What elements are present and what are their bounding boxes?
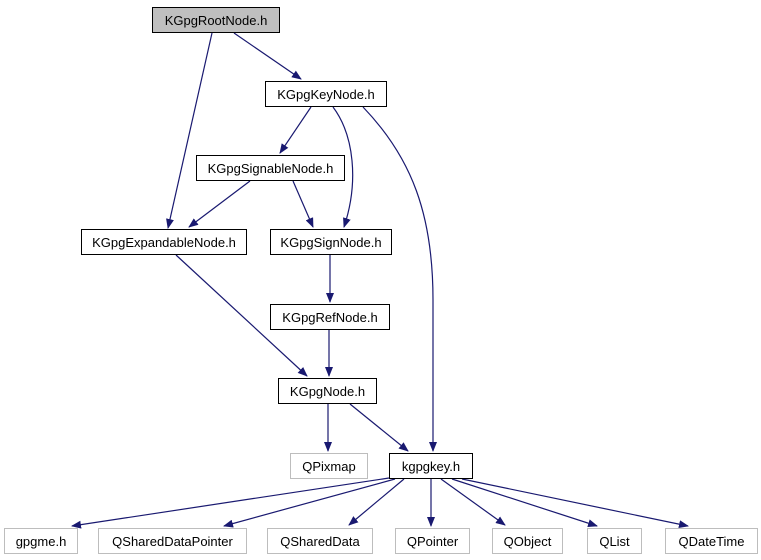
edge-kgpgsignablenode-h-to-kgpgexpandablenode-h	[188, 180, 251, 228]
edge-kgpgkey-h-to-gpgme-h	[71, 477, 390, 529]
edge-kgpgrootnode-h-to-kgpgkeynode-h	[233, 32, 302, 80]
node-qpointer: QPointer	[395, 528, 470, 554]
node-qdatetime: QDateTime	[665, 528, 758, 554]
edge-kgpgkey-h-to-qshareddatapointer	[223, 478, 396, 528]
node-qshareddatapointer: QSharedDataPointer	[98, 528, 247, 554]
edge-kgpgkey-h-to-qdatetime	[461, 478, 689, 529]
node-qobject: QObject	[492, 528, 563, 554]
node-kgpgexpandablenode-h[interactable]: KGpgExpandableNode.h	[81, 229, 247, 255]
node-qlist: QList	[587, 528, 642, 554]
edge-kgpgkey-h-to-qlist	[451, 478, 598, 528]
node-gpgme-h: gpgme.h	[4, 528, 78, 554]
edge-kgpgnode-h-to-kgpgkey-h	[349, 403, 409, 452]
edge-kgpgkey-h-to-qshareddata	[348, 478, 405, 526]
node-kgpgsignablenode-h[interactable]: KGpgSignableNode.h	[196, 155, 345, 181]
edge-kgpgsignablenode-h-to-kgpgsignnode-h	[292, 180, 314, 228]
node-kgpgsignnode-h[interactable]: KGpgSignNode.h	[270, 229, 392, 255]
node-qshareddata: QSharedData	[267, 528, 373, 554]
node-kgpgnode-h[interactable]: KGpgNode.h	[278, 378, 377, 404]
edge-kgpgkey-h-to-qobject	[440, 478, 506, 526]
node-kgpgkeynode-h[interactable]: KGpgKeyNode.h	[265, 81, 387, 107]
node-kgpgkey-h[interactable]: kgpgkey.h	[389, 453, 473, 479]
node-qpixmap: QPixmap	[290, 453, 368, 479]
edge-kgpgrootnode-h-to-kgpgexpandablenode-h	[166, 32, 213, 229]
node-kgpgrefnode-h[interactable]: KGpgRefNode.h	[270, 304, 390, 330]
node-kgpgrootnode-h: KGpgRootNode.h	[152, 7, 280, 33]
edge-kgpgkeynode-h-to-kgpgsignablenode-h	[279, 106, 312, 154]
